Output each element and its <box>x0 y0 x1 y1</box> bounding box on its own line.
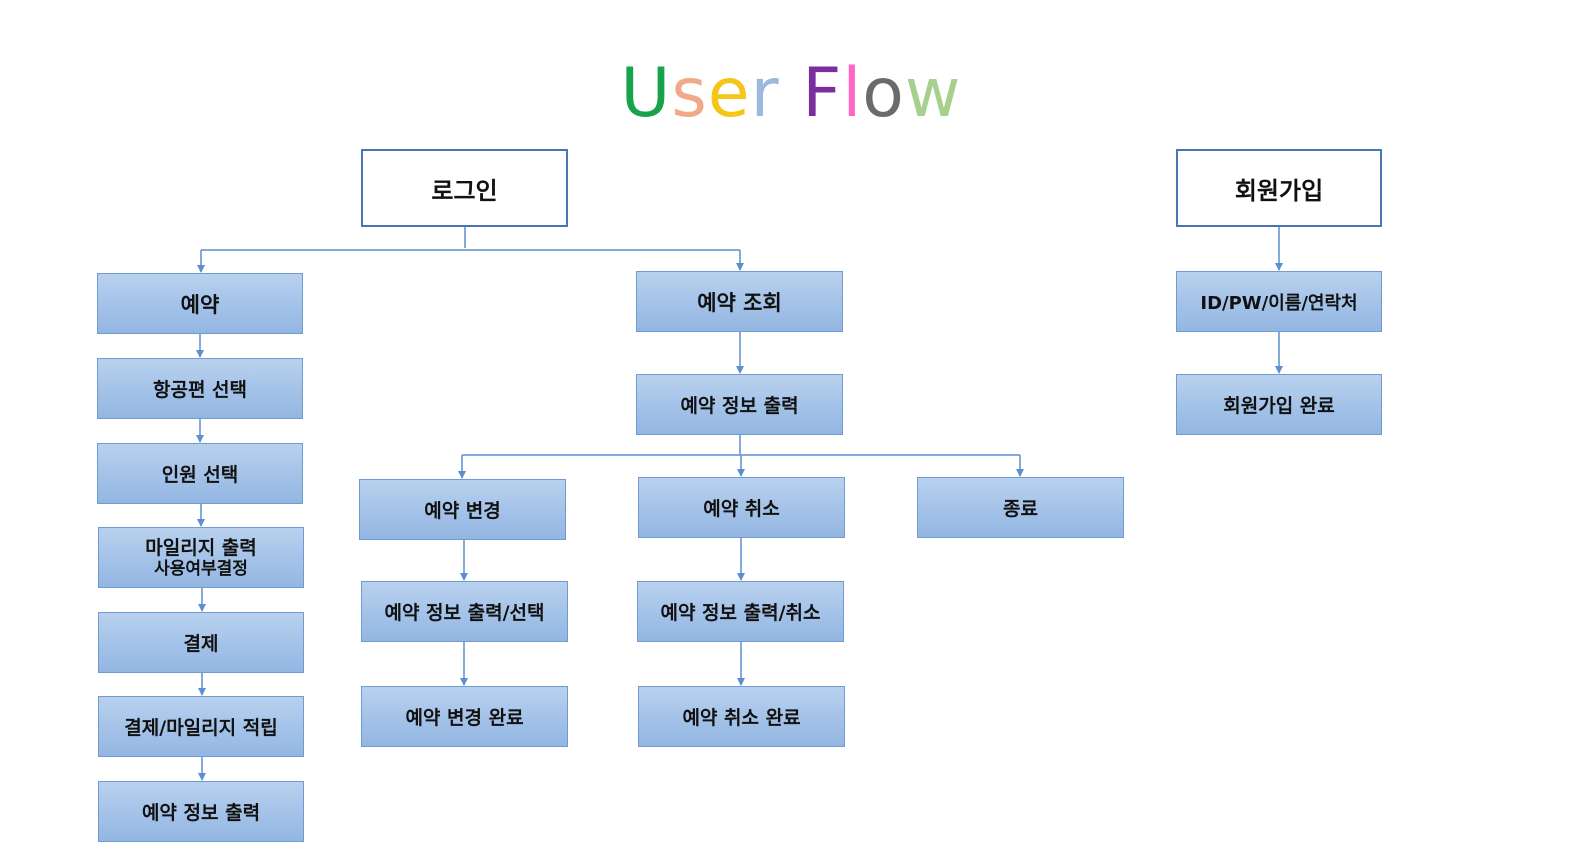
node-change-done-label: 예약 변경 완료 <box>405 707 524 729</box>
title-letter: s <box>671 54 708 133</box>
title-letter: o <box>862 54 905 133</box>
node-signup: 회원가입 <box>1176 149 1382 227</box>
node-exit-label: 종료 <box>1003 498 1038 520</box>
title-letter: e <box>707 54 751 133</box>
node-reserve-lookup-label: 예약 조회 <box>697 290 782 315</box>
node-cancel-done-label: 예약 취소 완료 <box>682 707 801 729</box>
node-people-select-label: 인원 선택 <box>161 464 239 486</box>
node-change-info-select: 예약 정보 출력/선택 <box>361 581 568 642</box>
node-reserve-change: 예약 변경 <box>359 479 566 540</box>
node-payment-mileage: 결제/마일리지 적립 <box>98 696 304 757</box>
node-mileage-label-1: 마일리지 출력 <box>145 536 257 559</box>
node-lookup-info-print-label: 예약 정보 출력 <box>680 395 799 417</box>
node-reserve-cancel-label: 예약 취소 <box>703 498 780 520</box>
node-reserve-label: 예약 <box>180 292 220 317</box>
node-cancel-info-cancel-label: 예약 정보 출력/취소 <box>660 602 821 624</box>
node-reserve-info-print: 예약 정보 출력 <box>98 781 304 842</box>
node-flight-select-label: 항공편 선택 <box>152 379 247 401</box>
node-login: 로그인 <box>361 149 568 227</box>
title-letter: U <box>620 54 672 133</box>
title-letter: l <box>842 54 863 133</box>
node-signup-fields-label: ID/PW/이름/연락처 <box>1200 292 1358 314</box>
node-reserve-change-label: 예약 변경 <box>424 500 501 522</box>
node-reserve-info-print-label: 예약 정보 출력 <box>141 802 261 824</box>
node-reserve: 예약 <box>97 273 303 334</box>
node-cancel-info-cancel: 예약 정보 출력/취소 <box>637 581 844 642</box>
node-change-info-select-label: 예약 정보 출력/선택 <box>384 602 545 624</box>
node-mileage-label-2: 사용여부결정 <box>154 558 248 579</box>
node-payment-mileage-label: 결제/마일리지 적립 <box>124 717 278 739</box>
node-cancel-done: 예약 취소 완료 <box>638 686 845 747</box>
node-signup-label: 회원가입 <box>1234 176 1324 205</box>
node-payment: 결제 <box>98 612 304 673</box>
node-people-select: 인원 선택 <box>97 443 303 504</box>
node-login-label: 로그인 <box>431 176 498 205</box>
title-letter: F <box>802 54 843 133</box>
node-exit: 종료 <box>917 477 1124 538</box>
diagram-title: User Flow <box>0 52 1582 136</box>
node-flight-select: 항공편 선택 <box>97 358 303 419</box>
title-letter: r <box>750 54 780 133</box>
node-change-done: 예약 변경 완료 <box>361 686 568 747</box>
node-signup-done-label: 회원가입 완료 <box>1223 395 1335 417</box>
node-payment-label: 결제 <box>183 633 219 655</box>
title-letter: w <box>904 54 962 133</box>
node-lookup-info-print: 예약 정보 출력 <box>636 374 843 435</box>
node-signup-fields: ID/PW/이름/연락처 <box>1176 271 1382 332</box>
node-reserve-lookup: 예약 조회 <box>636 271 843 332</box>
node-mileage: 마일리지 출력 사용여부결정 <box>98 527 304 588</box>
node-signup-done: 회원가입 완료 <box>1176 374 1382 435</box>
node-reserve-cancel: 예약 취소 <box>638 477 845 538</box>
